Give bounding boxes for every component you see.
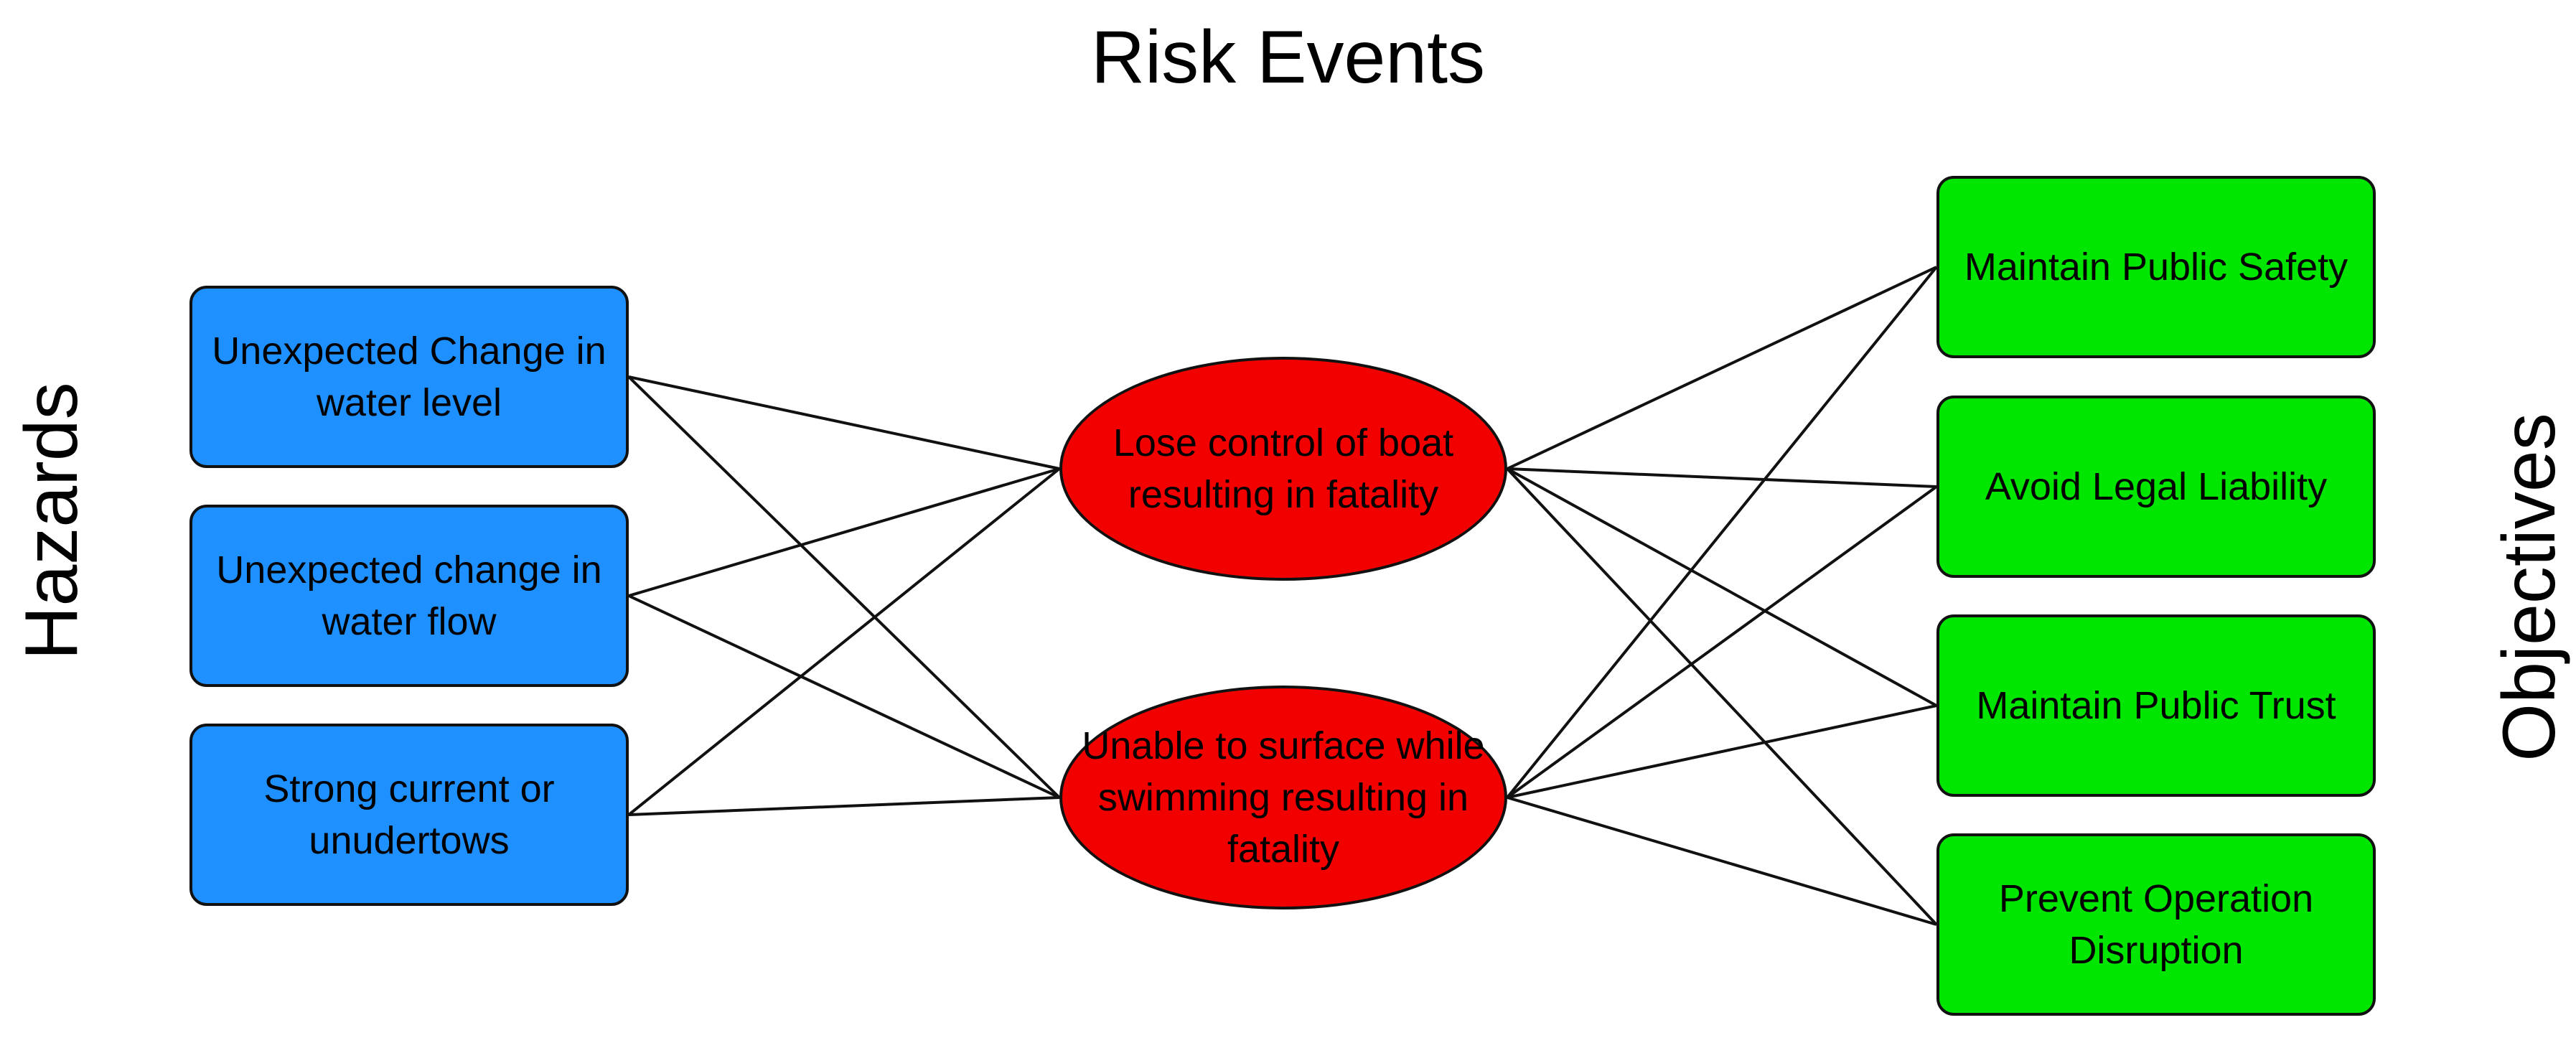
objective-node-public-trust: Maintain Public Trust bbox=[1936, 614, 2376, 797]
connector-e1-o4 bbox=[1506, 467, 1938, 926]
hazard-node-water-flow: Unexpected change in water flow bbox=[189, 505, 629, 687]
connector-h1-e1 bbox=[628, 375, 1060, 470]
connector-e2-o1 bbox=[1506, 266, 1938, 799]
risk-event-node-swimming: Unable to surface while swimming resulti… bbox=[1059, 686, 1507, 909]
connector-h2-e1 bbox=[628, 467, 1060, 597]
connector-e1-o1 bbox=[1507, 266, 1937, 470]
objectives-axis-label: Objectives bbox=[2488, 413, 2571, 762]
objective-node-legal-liability: Avoid Legal Liability bbox=[1936, 396, 2376, 578]
connector-h1-e2 bbox=[627, 375, 1061, 799]
hazards-axis-label: Hazards bbox=[10, 382, 93, 660]
connector-e2-o3 bbox=[1507, 704, 1937, 799]
connector-h3-e1 bbox=[627, 467, 1061, 816]
objective-node-operation-disruption: Prevent Operation Disruption bbox=[1936, 833, 2376, 1016]
hazard-node-strong-current: Strong current or unudertows bbox=[189, 724, 629, 906]
objective-node-public-safety: Maintain Public Safety bbox=[1936, 176, 2376, 358]
connector-h3-e2 bbox=[628, 796, 1060, 816]
diagram-title: Risk Events bbox=[1090, 16, 1486, 99]
hazard-node-water-level: Unexpected Change in water level bbox=[189, 286, 629, 468]
connector-h2-e2 bbox=[628, 594, 1060, 799]
connector-e2-o2 bbox=[1506, 485, 1938, 799]
connector-e2-o4 bbox=[1507, 796, 1937, 926]
risk-event-node-boat: Lose control of boat resulting in fatali… bbox=[1059, 357, 1507, 581]
connector-e1-o2 bbox=[1507, 467, 1937, 488]
connector-e1-o3 bbox=[1507, 467, 1937, 707]
